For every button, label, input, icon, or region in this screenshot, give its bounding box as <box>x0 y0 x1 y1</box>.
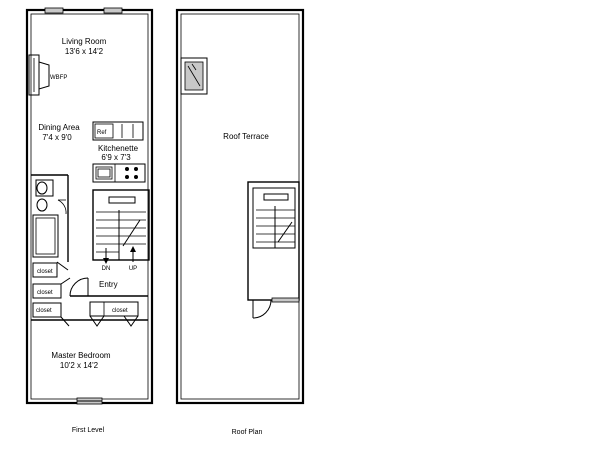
first-level-outer-wall <box>25 8 154 405</box>
stove-counter <box>92 163 146 183</box>
closet-3 <box>32 302 62 318</box>
fireplace-label: WBFP <box>50 75 67 81</box>
master-bedroom-dims: 10'2 x 14'2 <box>60 361 99 370</box>
closet-1 <box>32 262 58 278</box>
ref-label: Ref <box>97 130 107 136</box>
closet-4-label: closet <box>112 308 128 314</box>
living-room-label: Living Room <box>62 37 107 46</box>
roof-plan-caption: Roof Plan <box>232 429 263 436</box>
stair-up-label: UP <box>129 266 137 272</box>
roof-plan: Roof Terrace <box>175 8 305 405</box>
dining-area-label: Dining Area <box>38 123 80 132</box>
stair-bulkhead <box>247 181 300 319</box>
fireplace-icon <box>28 54 50 96</box>
closet-3-label: closet <box>36 308 52 314</box>
entry-door <box>69 277 148 297</box>
toilet-icon <box>36 181 48 195</box>
entry-label: Entry <box>99 280 118 289</box>
closet-4 <box>89 301 139 317</box>
kitchenette-label: Kitchenette <box>98 144 139 153</box>
bathtub-icon <box>32 214 59 258</box>
closet-1-label: closet <box>37 269 53 275</box>
window-top-left <box>44 7 64 14</box>
window-top-right <box>103 7 123 14</box>
kitchen-counter <box>92 121 144 141</box>
skylight-icon <box>180 57 208 95</box>
staircase <box>92 189 150 264</box>
roof-outer-wall <box>175 8 305 405</box>
closet-2 <box>32 283 62 299</box>
sink-icon <box>36 198 48 212</box>
dining-area-dims: 7'4 x 9'0 <box>42 133 72 142</box>
bathroom <box>31 174 69 262</box>
closet-2-label: closet <box>37 290 53 296</box>
roof-terrace-label: Roof Terrace <box>223 132 269 141</box>
master-bedroom-label: Master Bedroom <box>51 351 110 360</box>
first-level-plan: WBFP Living Room 13'6 x 14'2 Dining Area… <box>25 7 154 405</box>
kitchenette-dims: 6'9 x 7'3 <box>101 153 131 162</box>
living-room-dims: 13'6 x 14'2 <box>65 47 104 56</box>
stair-down-label: DN <box>102 266 111 272</box>
first-level-caption: First Level <box>72 427 105 434</box>
